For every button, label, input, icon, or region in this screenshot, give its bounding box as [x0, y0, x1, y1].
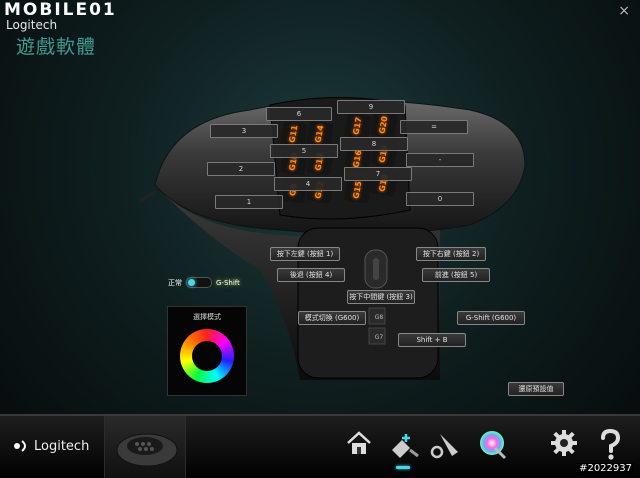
- mode-switch-label[interactable]: 模式切換 (G600): [298, 311, 366, 325]
- left-click-label[interactable]: 按下左鍵 (按鈕 1): [270, 247, 340, 261]
- keypad-key-g17[interactable]: G17: [344, 112, 372, 140]
- gear-icon[interactable]: [550, 428, 578, 458]
- forward-button-label[interactable]: 前進 (按鈕 5): [422, 268, 490, 282]
- gshift-label[interactable]: G-Shift (G600): [457, 311, 525, 325]
- pointer-assign-icon[interactable]: [388, 428, 422, 462]
- color-wheel-center: [192, 341, 222, 371]
- device-selector[interactable]: [105, 416, 186, 478]
- side-label-0[interactable]: 0: [406, 192, 474, 206]
- lighting-icon[interactable]: [477, 428, 511, 462]
- active-tab-indicator: [396, 466, 410, 469]
- mode-toggle-row: 正常 G-Shift: [168, 277, 240, 288]
- side-label-1[interactable]: 1: [215, 195, 283, 209]
- logitech-logo-icon: [14, 440, 26, 452]
- pointer-settings-icon[interactable]: [428, 428, 462, 462]
- mode-toggle[interactable]: [186, 277, 212, 288]
- g7-key[interactable]: G7: [374, 334, 384, 341]
- page-title: 遊戲軟體: [16, 36, 97, 58]
- side-label-4[interactable]: 4: [274, 177, 342, 191]
- side-label-equals[interactable]: =: [400, 120, 468, 134]
- side-label-8[interactable]: 8: [340, 137, 408, 151]
- watermark-logo: MOBILE01 Logitech: [4, 2, 117, 32]
- side-label-7[interactable]: 7: [344, 167, 412, 181]
- brand-name: Logitech: [34, 439, 90, 454]
- shift-b-label[interactable]: Shift + B: [398, 333, 466, 347]
- color-wheel[interactable]: [180, 329, 234, 383]
- side-label-5[interactable]: 5: [270, 144, 338, 158]
- restore-defaults-button[interactable]: 還原預設值: [508, 382, 564, 396]
- watermark-sub: Logitech: [6, 18, 58, 32]
- side-label-2[interactable]: 2: [207, 162, 275, 176]
- help-icon[interactable]: [596, 428, 624, 462]
- home-icon[interactable]: [344, 428, 374, 458]
- middle-click-label[interactable]: 按下中間鍵 (按鈕 3): [347, 290, 415, 304]
- close-icon: ×: [618, 3, 630, 19]
- toggle-knob: [188, 279, 195, 286]
- device-mouse-icon: [116, 433, 178, 467]
- side-label-9[interactable]: 9: [337, 100, 405, 114]
- side-label-3[interactable]: 3: [210, 124, 278, 138]
- side-label-minus[interactable]: -: [406, 153, 474, 167]
- close-button[interactable]: ×: [618, 3, 630, 19]
- back-button-label[interactable]: 後退 (按鈕 4): [277, 268, 345, 282]
- watermark-id: #2022937: [577, 463, 634, 474]
- g8-key[interactable]: G8: [374, 314, 384, 321]
- color-panel-title: 選擇模式: [193, 313, 221, 321]
- right-click-label[interactable]: 按下右鍵 (按鈕 2): [416, 247, 486, 261]
- mode-color-panel: 選擇模式: [167, 306, 247, 396]
- brand-box: [0, 416, 105, 478]
- side-label-6[interactable]: 6: [266, 107, 332, 121]
- gshift-mode-label: G-Shift: [216, 278, 240, 287]
- keypad-key-g20[interactable]: G20: [370, 111, 398, 139]
- normal-mode-label: 正常: [168, 278, 182, 287]
- watermark-text: MOBILE01: [4, 0, 117, 20]
